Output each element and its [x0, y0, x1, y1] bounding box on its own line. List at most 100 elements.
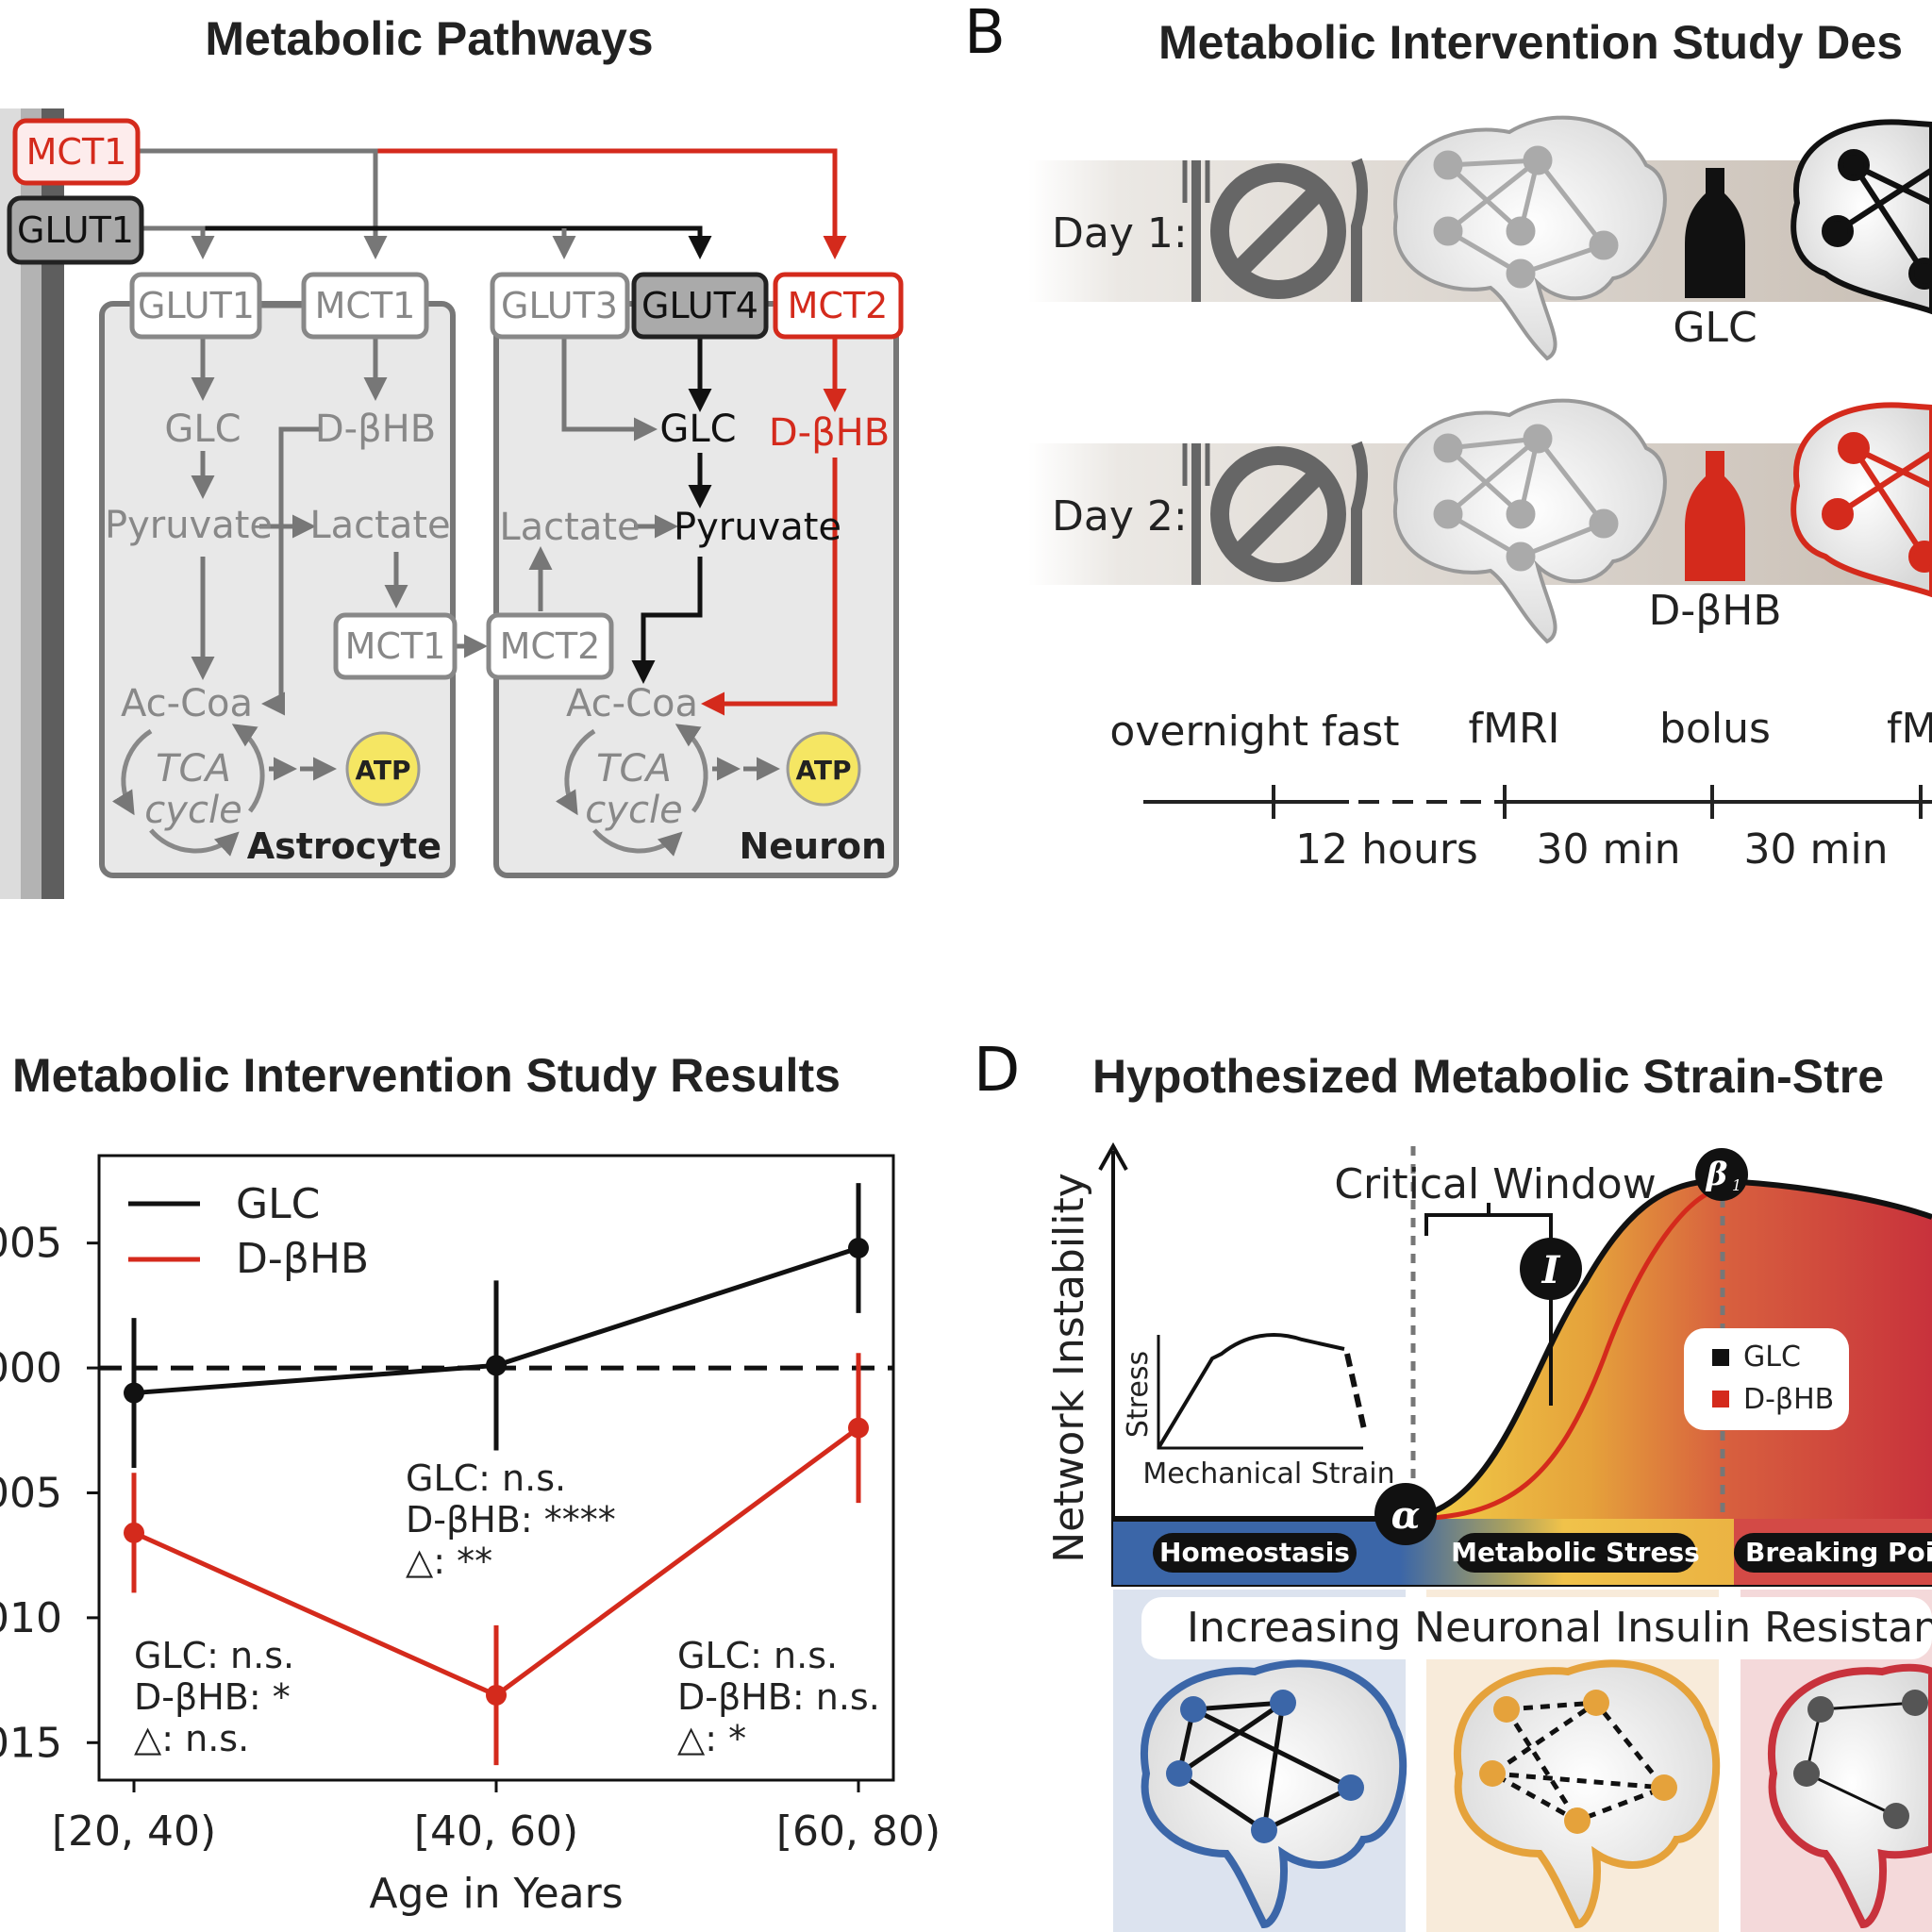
astro-tca-line2: cycle	[144, 789, 242, 832]
timeline-fmri2: fM	[1887, 705, 1932, 753]
banner-box	[1141, 1597, 1932, 1659]
vessel-wall-outer	[21, 108, 42, 899]
bbb-glut1-label: GLUT1	[17, 209, 134, 251]
neuron-accoa: Ac-Coa	[566, 682, 698, 725]
dbhb-data-point	[848, 1417, 869, 1439]
panel-d-legend-dbhb-label: D-βHB	[1743, 1383, 1834, 1416]
y-tick-label: 015	[0, 1719, 62, 1767]
y-tick-label: 005	[0, 1469, 62, 1517]
timeline-duration-1: 12 hours	[1295, 825, 1478, 874]
dbhb-bottle-icon	[1685, 451, 1745, 581]
annotation-line: △: n.s.	[134, 1718, 249, 1759]
vessel-lumen	[0, 108, 21, 899]
annotation-20-40: GLC: n.s. D-βHB: * △: n.s.	[134, 1635, 294, 1759]
panel-b-letter: B	[964, 0, 1006, 68]
day1-label: Day 1:	[1052, 209, 1188, 258]
x-tick-label: [40, 60)	[414, 1807, 578, 1856]
neuron-mct2-box	[773, 272, 904, 340]
panel-d-title: Hypothesized Metabolic Strain-Stre	[1092, 1050, 1884, 1103]
fasting-icon-day1	[1182, 158, 1368, 302]
tca-arc-astro-3	[231, 724, 265, 813]
annotation-line: △: *	[677, 1718, 746, 1759]
neuron-lactate: Lactate	[499, 506, 640, 549]
y-tick-label: 005	[0, 1220, 62, 1268]
panel-d-letter: D	[974, 1036, 1020, 1106]
tca-arc-astro-2	[149, 828, 240, 857]
bolus-glc-label: GLC	[1673, 304, 1757, 352]
y-axis-label: Network Instability	[1045, 1173, 1093, 1563]
panel-a-title: Metabolic Pathways	[205, 12, 653, 65]
arrow-dbhb-accoa-neuron	[701, 458, 838, 716]
tca-arc-neuron-3	[675, 724, 708, 813]
neuron-glut4-label: GLUT4	[641, 285, 758, 326]
brain-icon-day1	[1392, 115, 1667, 361]
astrocyte-name: Astrocyte	[247, 825, 441, 867]
inflection-marker	[1520, 1238, 1582, 1300]
y-tick-label: 010	[0, 1594, 62, 1642]
y-tick-label: 000	[0, 1344, 62, 1392]
arrow-glut1-to-astro-glut1	[142, 225, 215, 259]
breaking-brain-icon	[1768, 1663, 1932, 1929]
timeline-overnight: overnight fast	[1109, 708, 1399, 756]
arrow-glut3-glc	[561, 338, 658, 441]
metabolic-stress-label: Metabolic Stress	[1451, 1537, 1700, 1568]
arrow-mct1-to-astro-mct1	[140, 148, 388, 259]
annotation-line: GLC: n.s.	[406, 1457, 566, 1499]
dbhb-data-point	[124, 1522, 144, 1543]
annotation-line: D-βHB: ****	[406, 1499, 616, 1541]
insulin-resistance-banner: Increasing Neuronal Insulin Resistanc	[1187, 1604, 1932, 1652]
beta-subscript: 1	[1732, 1176, 1741, 1194]
glc-bottle-icon	[1685, 168, 1745, 298]
dbhb-data-point	[486, 1684, 507, 1706]
legend-glc-label: GLC	[236, 1180, 320, 1228]
brain-icon-day2-post	[1790, 402, 1932, 598]
panel-b-title: Metabolic Intervention Study Des	[1158, 16, 1903, 69]
arrow-dbhb-accoa	[261, 426, 321, 716]
astro-mct1-box	[301, 272, 429, 340]
timeline-fmri1: fMRI	[1468, 705, 1559, 753]
stress-brain-icon	[1454, 1659, 1721, 1929]
inflection-label: I	[1541, 1248, 1561, 1292]
shuttle-mct1-box	[333, 612, 458, 680]
inset-y-label: Stress	[1122, 1351, 1155, 1438]
astro-atp: ATP	[355, 755, 410, 786]
neuron-tca-line1: TCA	[596, 747, 672, 791]
arrow-glut1-to-glut4	[142, 225, 712, 259]
tca-arc-neuron-2	[592, 828, 683, 857]
legend: GLC D-βHB	[128, 1180, 369, 1283]
neuron-tca-line2: cycle	[585, 789, 682, 832]
neuron-atp: ATP	[795, 755, 851, 786]
homeostasis-label: Homeostasis	[1159, 1537, 1350, 1568]
breaking-point-pill	[1734, 1533, 1932, 1573]
neuron-pyruvate: Pyruvate	[674, 506, 841, 549]
astro-glc: GLC	[164, 408, 241, 451]
beta-label: β	[1705, 1156, 1728, 1193]
shuttle-mct1-label: MCT1	[345, 625, 446, 667]
astro-glut1-box	[129, 272, 262, 340]
tca-arc-neuron-1	[555, 728, 596, 816]
shuttle-mct2-label: MCT2	[500, 625, 601, 667]
stress-curve-fill	[1406, 1180, 1932, 1585]
astro-mct1-label: MCT1	[315, 285, 416, 326]
alpha-marker	[1374, 1483, 1437, 1545]
panel-d-legend-glc-label: GLC	[1743, 1341, 1801, 1374]
timeline-axis	[1143, 785, 1932, 819]
annotation-60-80: GLC: n.s. D-βHB: n.s. △: *	[677, 1635, 880, 1759]
dbhb-stress-curve	[1405, 1186, 1723, 1522]
arrow-mct1-to-mct2	[140, 148, 847, 259]
panel-d-legend-glc-swatch	[1712, 1349, 1729, 1366]
tca-arc-astro-1	[111, 728, 153, 816]
homeostasis-brain-icon	[1141, 1659, 1407, 1929]
critical-window-bracket	[1424, 1203, 1553, 1236]
timeline-duration-2: 30 min	[1537, 825, 1681, 874]
fasting-icon-day2	[1182, 441, 1368, 585]
glc-data-point	[124, 1382, 144, 1404]
annotation-line: GLC: n.s.	[677, 1635, 838, 1676]
neuron-glc: GLC	[659, 408, 736, 451]
inset-curve	[1157, 1333, 1345, 1450]
panel-c: Metabolic Intervention Study Results 005…	[0, 1049, 941, 1918]
bbb-mct1-label: MCT1	[26, 131, 127, 173]
annotation-40-60: GLC: n.s. D-βHB: **** △: **	[406, 1457, 616, 1582]
annotation-line: △: **	[406, 1541, 492, 1582]
